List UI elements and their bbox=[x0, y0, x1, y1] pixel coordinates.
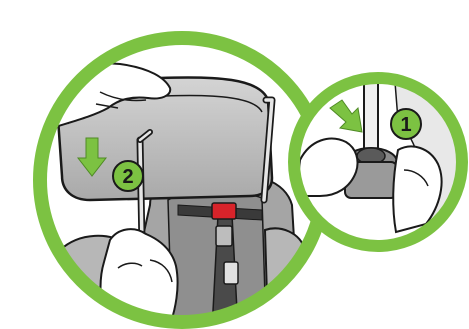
main-panel: 2 bbox=[33, 31, 331, 329]
arrow-press-icon bbox=[329, 99, 363, 133]
arrow-down-icon bbox=[76, 137, 108, 177]
detail-hand-left bbox=[294, 137, 359, 197]
step-2-badge: 2 bbox=[112, 160, 144, 192]
detail-hand-right bbox=[392, 145, 443, 234]
step-1-badge: 1 bbox=[390, 108, 422, 140]
detail-panel: 1 bbox=[288, 72, 468, 252]
buckle-icon bbox=[211, 202, 237, 220]
step-2-number: 2 bbox=[122, 166, 133, 188]
step-1-number: 1 bbox=[400, 114, 411, 136]
detail-panel-ring bbox=[288, 72, 468, 252]
